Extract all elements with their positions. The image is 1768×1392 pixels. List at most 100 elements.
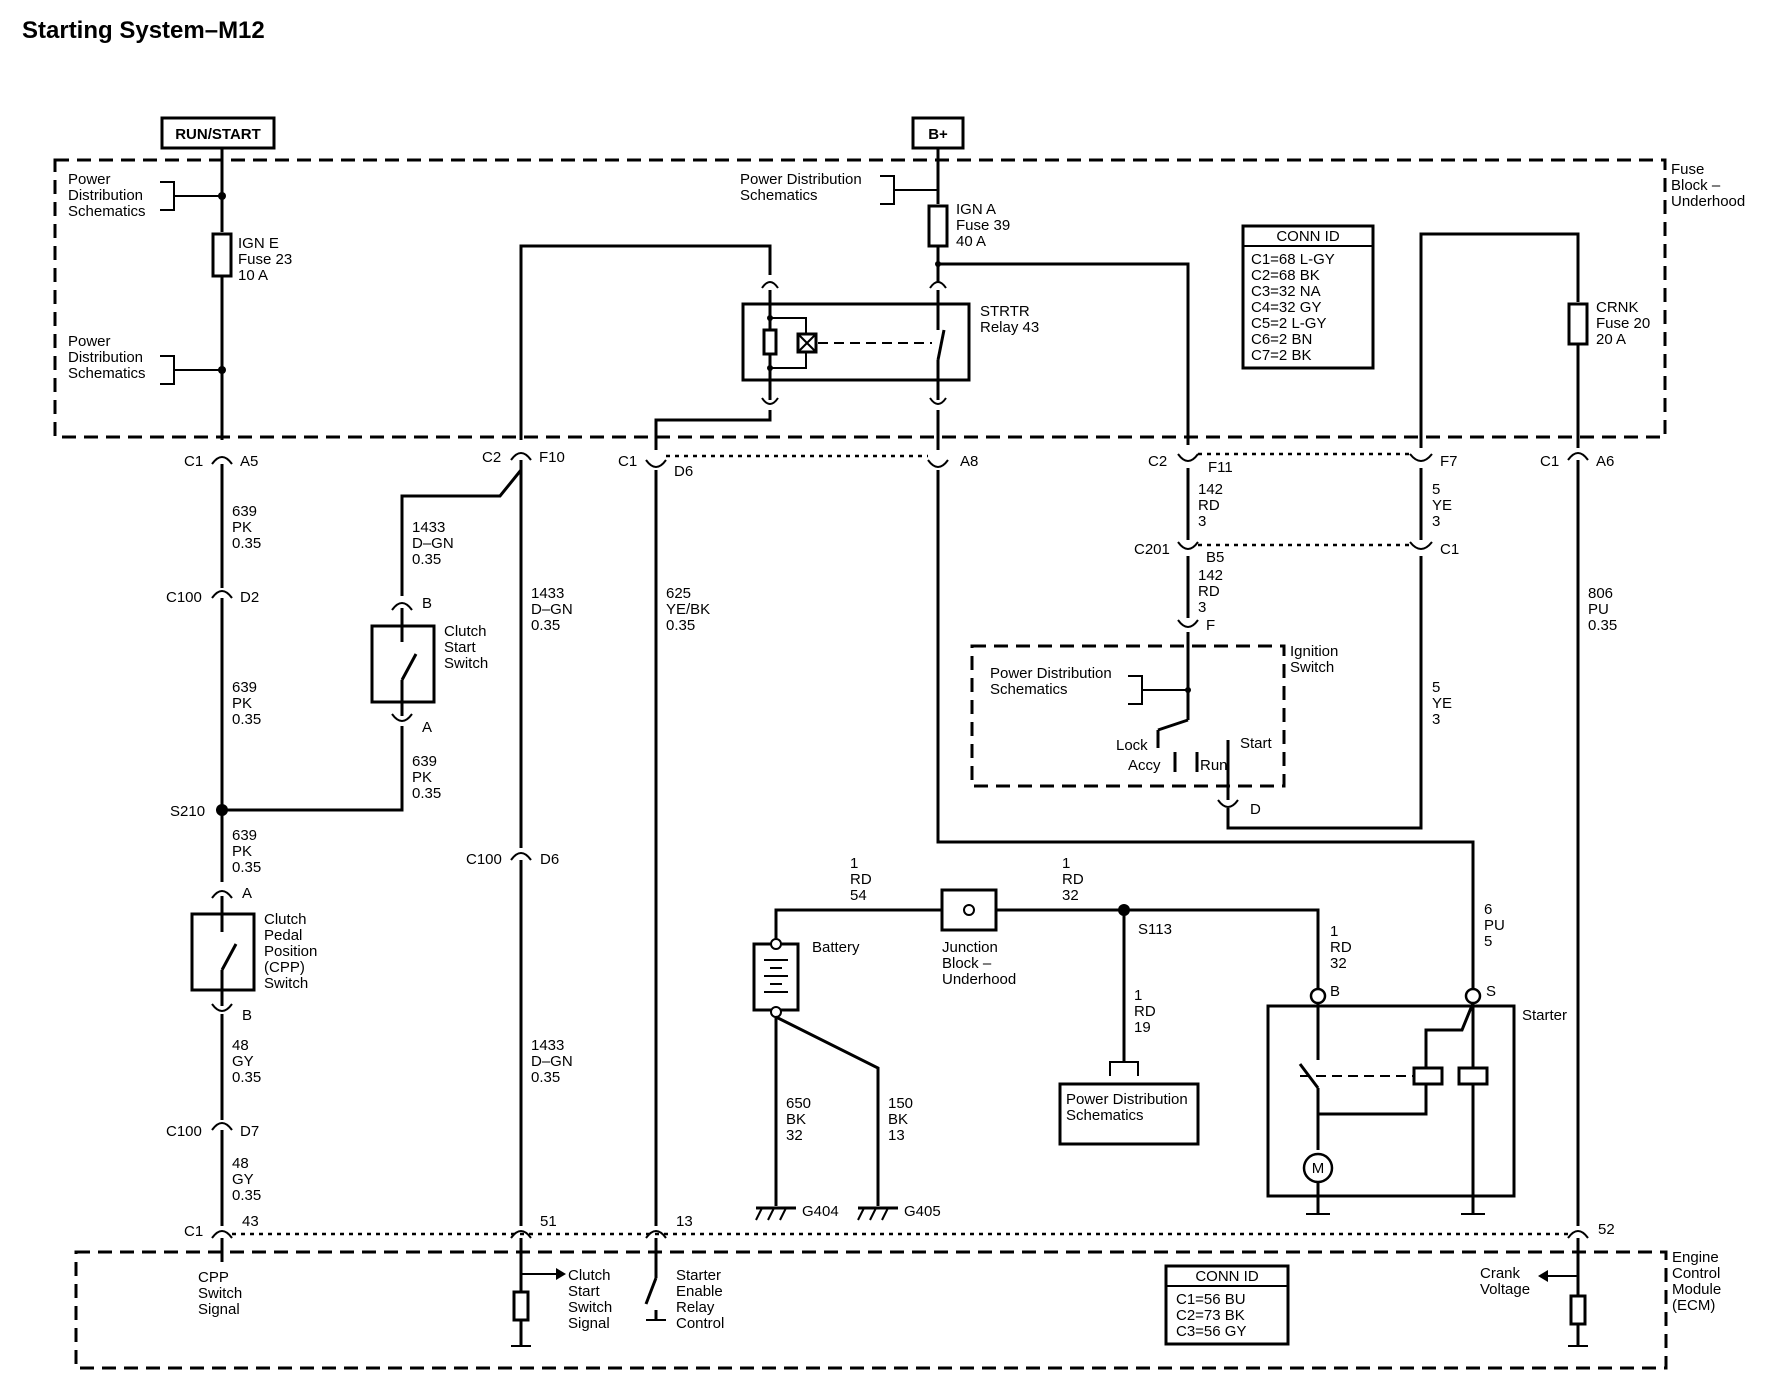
svg-text:0.35: 0.35 <box>232 711 261 728</box>
svg-text:0.35: 0.35 <box>232 1069 261 1086</box>
svg-text:Underhood: Underhood <box>1671 193 1745 210</box>
svg-text:Signal: Signal <box>568 1315 610 1332</box>
splice-s210-label: S210 <box>170 803 205 820</box>
svg-text:CRNK: CRNK <box>1596 299 1639 316</box>
svg-text:Junction: Junction <box>942 939 998 956</box>
wire-639-b: 639 PK 0.35 <box>232 679 261 728</box>
power-distribution-box-label: Power Distribution Schematics <box>1066 1091 1188 1124</box>
ecm-pin-13: 13 <box>676 1213 693 1230</box>
svg-text:639: 639 <box>232 503 257 520</box>
fuse-block-label: Fuse Block – Underhood <box>1671 161 1745 210</box>
svg-text:3: 3 <box>1198 599 1206 616</box>
svg-text:0.35: 0.35 <box>232 1187 261 1204</box>
ecm-c1-label: C1 <box>184 1223 203 1240</box>
svg-text:Start: Start <box>444 639 477 656</box>
svg-text:10 A: 10 A <box>238 267 268 284</box>
svg-text:Voltage: Voltage <box>1480 1281 1530 1298</box>
ecm-conn-id-title: CONN ID <box>1195 1268 1259 1285</box>
splice-s113-label: S113 <box>1138 921 1172 938</box>
svg-text:142: 142 <box>1198 567 1223 584</box>
svg-text:Control: Control <box>1672 1265 1720 1282</box>
svg-text:Schematics: Schematics <box>68 365 146 382</box>
svg-text:Power: Power <box>68 171 111 188</box>
wire-639-c: 639 PK 0.35 <box>412 753 441 802</box>
starter-relay-label: STRTR Relay 43 <box>980 303 1039 336</box>
svg-text:Power Distribution: Power Distribution <box>740 171 862 188</box>
svg-text:C1=68 L-GY: C1=68 L-GY <box>1251 251 1335 268</box>
svg-text:Distribution: Distribution <box>68 349 143 366</box>
svg-text:YE: YE <box>1432 695 1452 712</box>
ignition-switch-label: Ignition Switch <box>1290 643 1338 676</box>
svg-text:Start: Start <box>1240 735 1273 752</box>
svg-text:C100: C100 <box>166 1123 202 1140</box>
svg-text:Pedal: Pedal <box>264 927 302 944</box>
ecm-starter-signal: Starter Enable Relay Control <box>676 1267 724 1332</box>
ground-g404: G404 <box>755 1203 839 1221</box>
svg-text:Relay: Relay <box>676 1299 715 1316</box>
wire-1-32-b: 1 RD 32 <box>1330 923 1352 972</box>
svg-text:Switch: Switch <box>198 1285 242 1302</box>
svg-text:625: 625 <box>666 585 691 602</box>
svg-text:0.35: 0.35 <box>531 617 560 634</box>
svg-text:PU: PU <box>1588 601 1609 618</box>
wire-48-b: 48 GY 0.35 <box>232 1155 261 1204</box>
svg-text:5: 5 <box>1432 679 1440 696</box>
connector-c1-a5: C1 A5 <box>184 453 258 470</box>
svg-text:PK: PK <box>232 843 252 860</box>
wire-806: 806 PU 0.35 <box>1588 585 1617 634</box>
wire-1433-a: 1433 D–GN 0.35 <box>412 519 454 568</box>
wire-639-a: 639 PK 0.35 <box>232 503 261 552</box>
svg-text:Run: Run <box>1200 757 1228 774</box>
ign-e-fuse <box>211 232 233 278</box>
svg-text:F7: F7 <box>1440 453 1458 470</box>
svg-text:PK: PK <box>232 519 252 536</box>
svg-text:3: 3 <box>1432 513 1440 530</box>
svg-text:Enable: Enable <box>676 1283 723 1300</box>
svg-text:32: 32 <box>786 1127 803 1144</box>
wire-639-d: 639 PK 0.35 <box>232 827 261 876</box>
wire-6: 6 PU 5 <box>1484 901 1505 950</box>
svg-text:48: 48 <box>232 1037 249 1054</box>
svg-text:C1=56 BU: C1=56 BU <box>1176 1291 1246 1308</box>
starter-motor-symbol: M <box>1312 1160 1325 1177</box>
svg-text:Switch: Switch <box>568 1299 612 1316</box>
ecm-cpp-signal: CPP Switch Signal <box>198 1269 242 1318</box>
svg-text:Fuse: Fuse <box>1671 161 1704 178</box>
svg-text:Power: Power <box>68 333 111 350</box>
svg-text:Block –: Block – <box>1671 177 1721 194</box>
svg-text:Schematics: Schematics <box>990 681 1068 698</box>
svg-text:650: 650 <box>786 1095 811 1112</box>
svg-text:0.35: 0.35 <box>232 535 261 552</box>
junction-block-label: Junction Block – Underhood <box>942 939 1016 988</box>
wire-150: 150 BK 13 <box>888 1095 913 1144</box>
ecm-conn-id-rows: C1=56 BU C2=73 BK C3=56 GY <box>1176 1291 1246 1340</box>
svg-text:1: 1 <box>1330 923 1338 940</box>
svg-text:A5: A5 <box>240 453 258 470</box>
svg-text:C1: C1 <box>1540 453 1559 470</box>
svg-text:32: 32 <box>1062 887 1079 904</box>
battery-label: Battery <box>812 939 860 956</box>
fuse-block-conn-id <box>1241 224 1375 370</box>
svg-text:RD: RD <box>1330 939 1352 956</box>
fuse-block-conn-id-title: CONN ID <box>1276 228 1340 245</box>
svg-text:C7=2 BK: C7=2 BK <box>1251 347 1311 364</box>
svg-text:GY: GY <box>232 1053 254 1070</box>
connector-c2-f11: C2 F11 <box>1148 453 1233 476</box>
wire-1-19: 1 RD 19 <box>1134 987 1156 1036</box>
wire-142-a: 142 RD 3 <box>1198 481 1223 530</box>
ecm-conn-id <box>1164 1264 1290 1346</box>
bplus-label: B+ <box>928 126 948 143</box>
svg-text:Module: Module <box>1672 1281 1721 1298</box>
ecm-outline <box>74 1250 1668 1370</box>
power-distribution-ref-3: Power Distribution Schematics <box>740 171 862 204</box>
svg-text:G404: G404 <box>802 1203 839 1220</box>
svg-text:1: 1 <box>850 855 858 872</box>
power-distribution-box <box>1058 1082 1200 1146</box>
svg-text:C100: C100 <box>466 851 502 868</box>
svg-text:0.35: 0.35 <box>531 1069 560 1086</box>
svg-text:YE/BK: YE/BK <box>666 601 710 618</box>
svg-text:6: 6 <box>1484 901 1492 918</box>
svg-text:C2=73 BK: C2=73 BK <box>1176 1307 1245 1324</box>
svg-text:1: 1 <box>1062 855 1070 872</box>
svg-text:32: 32 <box>1330 955 1347 972</box>
